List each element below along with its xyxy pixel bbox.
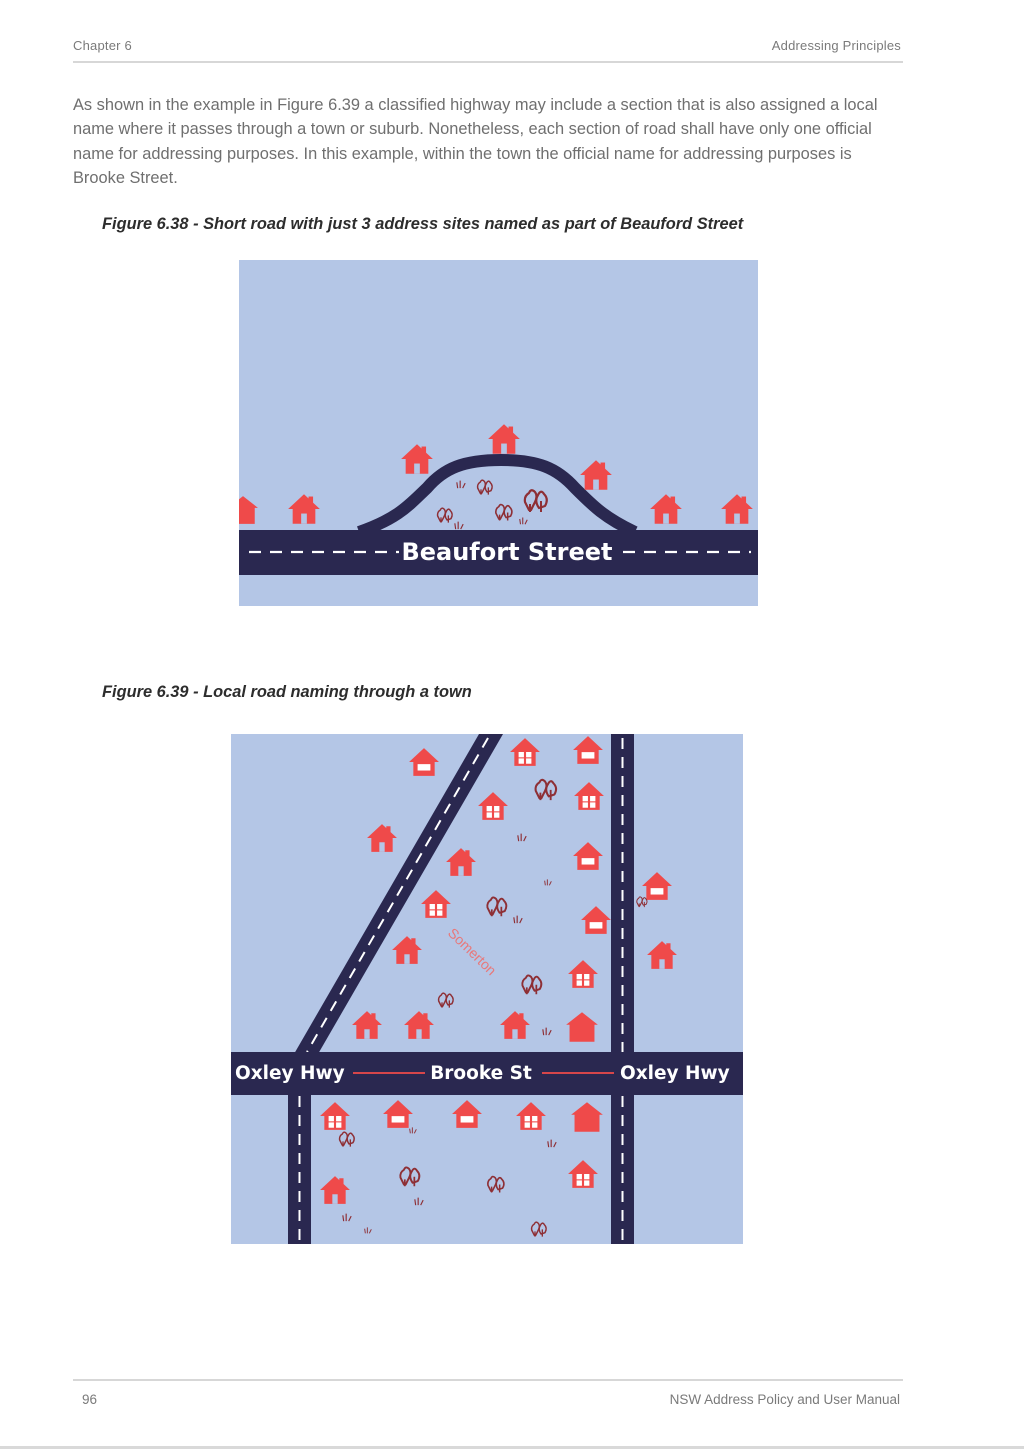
beaufort-street-label: Beaufort Street — [401, 538, 612, 566]
header-divider — [73, 61, 903, 63]
figure-6-38-caption: Figure 6.38 - Short road with just 3 add… — [102, 215, 744, 233]
page-number: 96 — [82, 1392, 98, 1407]
brooke-st-label: Brooke St — [430, 1063, 532, 1084]
figure-6-39-map: Oxley Hwy Brooke St Oxley Hwy Somerton — [231, 734, 743, 1244]
manual-title: NSW Address Policy and User Manual — [669, 1392, 900, 1407]
oxley-hwy-right-label: Oxley Hwy — [620, 1063, 730, 1084]
page-bottom-edge — [0, 1446, 1024, 1449]
figure-6-38-map: Beaufort Street — [239, 260, 758, 606]
chapter-label: Chapter 6 — [73, 38, 132, 53]
figure-6-39-caption: Figure 6.39 - Local road naming through … — [102, 683, 472, 701]
oxley-hwy-left-label: Oxley Hwy — [235, 1063, 345, 1084]
vertical-road-left — [288, 1052, 311, 1244]
body-paragraph: As shown in the example in Figure 6.39 a… — [73, 96, 878, 188]
footer-divider — [73, 1379, 903, 1381]
oxley-hwy-road — [231, 1052, 743, 1095]
loop-road — [357, 453, 638, 538]
section-title: Addressing Principles — [771, 38, 901, 53]
